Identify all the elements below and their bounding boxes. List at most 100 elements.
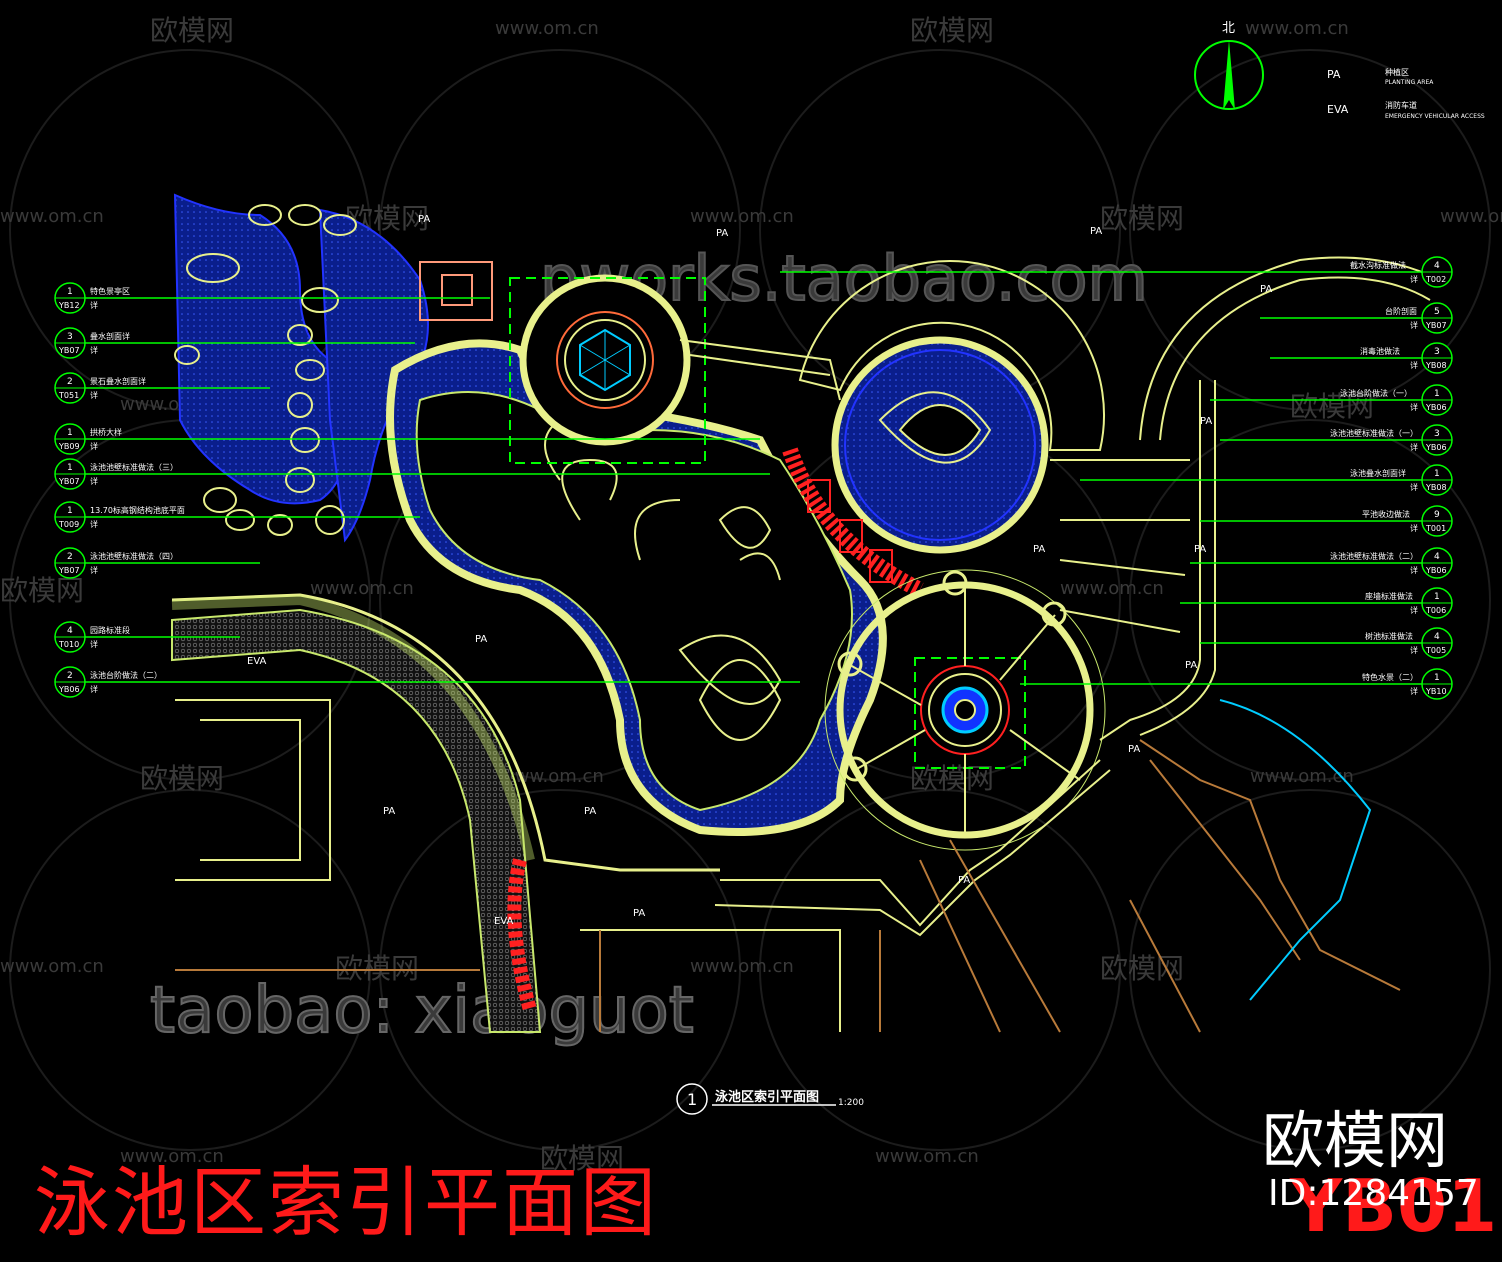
- callout-text: 截水沟标准做法: [1350, 260, 1406, 270]
- building-outline: [175, 739, 1401, 1033]
- callout-text: 泳池池壁标准做法（二）: [1330, 551, 1418, 561]
- callout-sheet: YB08: [1425, 361, 1447, 370]
- callout-text: 拱桥大样: [90, 427, 122, 437]
- area-label-pa: PA: [383, 806, 395, 817]
- watermark-site: www.om.cn: [500, 766, 604, 787]
- callout-sheet: T002: [1425, 275, 1446, 284]
- area-label-eva: EVA: [247, 656, 267, 667]
- callout-suffix: 详: [1410, 605, 1418, 615]
- walkway-strip: [171, 594, 535, 862]
- callout-sheet: YB06: [1425, 566, 1447, 575]
- callout-num: 2: [67, 671, 73, 681]
- area-label-pa: PA: [1033, 544, 1045, 555]
- feature-square: [419, 261, 493, 321]
- watermark-brand: 欧模网: [0, 574, 84, 607]
- callout-sheet: YB07: [1425, 321, 1447, 330]
- watermark-site: www.om.cn: [0, 206, 104, 227]
- callout-text: 泳池池壁标准做法（一）: [1330, 428, 1418, 438]
- watermark-site: www.om.cn: [1250, 766, 1354, 787]
- area-label-pa: PA: [584, 806, 596, 817]
- paving-lines: [175, 256, 1441, 1032]
- callout-sheet: YB07: [58, 346, 80, 355]
- pavilion: [509, 274, 706, 464]
- watermark-site: www.om.cn: [0, 956, 104, 977]
- callout-text: 园路标准段: [90, 625, 130, 635]
- callout-sheet: YB07: [58, 477, 80, 486]
- callout-sheet: YB10: [1425, 687, 1447, 696]
- watermark-brand: 欧模网: [540, 1142, 624, 1175]
- callout-num: 4: [1434, 552, 1440, 562]
- callout-text: 泳池叠水剖面详: [1350, 468, 1406, 478]
- callout-num: 4: [67, 626, 73, 636]
- watermark-site: www.om.cn: [1060, 578, 1164, 599]
- walkway-strip: [171, 593, 720, 872]
- eva-road: [171, 608, 542, 1033]
- callout-suffix: 详: [1410, 686, 1418, 696]
- watermark-site: www.om.cn: [1440, 206, 1502, 227]
- watermark-site: www.om.cn: [310, 578, 414, 599]
- callout-num: 4: [1434, 632, 1440, 642]
- callout-text: 平池收边做法: [1362, 509, 1410, 519]
- callout-text: 特色景亭区: [90, 286, 130, 296]
- callout-suffix: 详: [1410, 645, 1418, 655]
- area-label-pa: PA: [958, 875, 970, 886]
- callout-sheet: YB06: [1425, 443, 1447, 452]
- drawing-title-text: 泳池区索引平面图: [715, 1089, 819, 1105]
- callout-text: 景石叠水剖面详: [90, 376, 146, 386]
- callout-num: 1: [1434, 673, 1440, 683]
- watermark-brand: 欧模网: [910, 14, 994, 47]
- area-labels: PA PA PA PA PA PA PA PA PA PA PA PA PA P…: [247, 214, 1272, 927]
- callout-sheet: T005: [1425, 646, 1446, 655]
- callout-sheet: YB09: [58, 442, 80, 451]
- callout-suffix: 详: [1410, 482, 1418, 492]
- callout-text: 泳池池壁标准做法（四）: [90, 551, 178, 561]
- page-title: 泳池区索引平面图: [34, 1158, 658, 1247]
- watermark-site: www.om.cn: [690, 206, 794, 227]
- watermark-brand: 欧模网: [1290, 390, 1374, 423]
- callout-suffix: 详: [1410, 402, 1418, 412]
- watermark-site: www.om.cn: [690, 956, 794, 977]
- callout-num: 5: [1434, 307, 1440, 317]
- red-steps: [507, 858, 537, 1012]
- callout-suffix: 详: [1410, 523, 1418, 533]
- callout-text: 座墙标准做法: [1365, 591, 1413, 601]
- watermark-brand: 欧模网: [140, 762, 224, 795]
- callout-num: 3: [67, 332, 73, 342]
- legend-en: EMERGENCY VEHICULAR ACCESS: [1385, 113, 1485, 120]
- callout-suffix: 详: [90, 684, 98, 694]
- watermark-brand: 欧模网: [150, 14, 234, 47]
- area-label-pa: PA: [475, 634, 487, 645]
- leader-lines-right: [780, 271, 1422, 685]
- callout-sheet: T051: [58, 391, 79, 400]
- plaza: [824, 569, 1106, 851]
- callout-suffix: 详: [1410, 274, 1418, 284]
- legend-en: PLANTING AREA: [1385, 79, 1434, 86]
- callout-num: 1: [67, 463, 73, 473]
- watermark-site: www.om.cn: [1245, 18, 1349, 39]
- callout-text: 特色水景（二）: [1362, 672, 1418, 682]
- callout-suffix: 详: [1410, 320, 1418, 330]
- watermark-shop2: taobao: xiaoguot: [150, 974, 694, 1048]
- watermark-site: www.om.cn: [120, 1146, 224, 1167]
- watermark-site: www.om.cn: [875, 1146, 979, 1167]
- callout-suffix: 详: [1410, 565, 1418, 575]
- watermark-brand: 欧模网: [1100, 952, 1184, 985]
- callout-text: 消毒池做法: [1360, 346, 1400, 356]
- cyan-boundary: [1219, 699, 1372, 1001]
- legend-code: PA: [1327, 68, 1341, 81]
